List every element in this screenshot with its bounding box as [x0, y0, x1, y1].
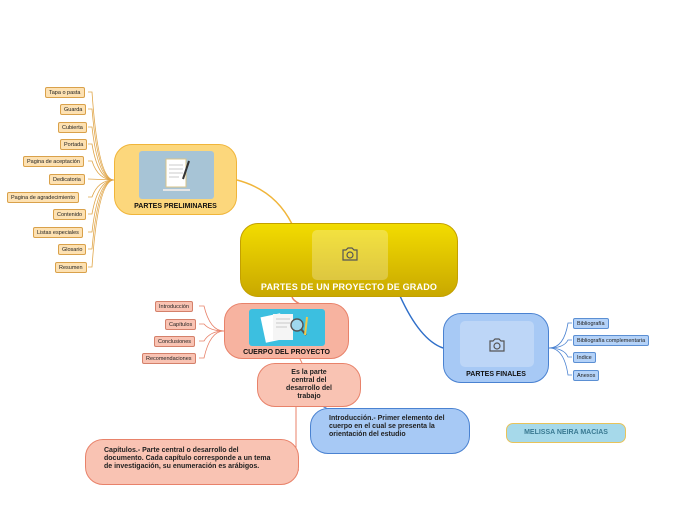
- note-capitulos[interactable]: Capítulos.- Parte central o desarrollo d…: [85, 439, 299, 485]
- leaf-resumen[interactable]: Resumen: [55, 262, 87, 273]
- leaf-portada[interactable]: Portada: [60, 139, 88, 150]
- report-magnifier-icon: [249, 309, 325, 346]
- branch-label: PARTES PRELIMINARES: [134, 203, 217, 210]
- camera-icon: [489, 338, 505, 352]
- branch-cuerpo-del-proyecto[interactable]: CUERPO DEL PROYECTO: [224, 303, 349, 359]
- image-placeholder: [312, 230, 388, 280]
- document-pen-icon: [139, 151, 214, 199]
- note-parte-central[interactable]: Es la parte central del desarrollo del t…: [257, 363, 361, 407]
- branch-partes-finales[interactable]: PARTES FINALES: [443, 313, 549, 383]
- leaf-glosario[interactable]: Glosario: [58, 244, 87, 255]
- leaf-conclusiones[interactable]: Conclusiones: [154, 336, 196, 347]
- leaf-anexos[interactable]: Anexos: [573, 370, 600, 381]
- note-introduccion[interactable]: Introducción.- Primer elemento del cuerp…: [310, 408, 470, 454]
- leaf-capitulos[interactable]: Capítulos: [165, 319, 197, 330]
- leaf-bibliografia-complementaria[interactable]: Bibliografía complementaria: [573, 335, 650, 346]
- branch-partes-preliminares[interactable]: PARTES PRELIMINARES: [114, 144, 237, 215]
- author-label[interactable]: MELISSA NEIRA MACIAS: [506, 423, 626, 443]
- leaf-bibliografia[interactable]: Bibliografía: [573, 318, 609, 329]
- leaf-listas-especiales[interactable]: Listas especiales: [33, 227, 83, 238]
- camera-icon: [342, 247, 358, 261]
- branch-label: PARTES FINALES: [466, 371, 526, 378]
- leaf-recomendaciones[interactable]: Recomendaciones: [142, 353, 196, 364]
- leaf-pagina-aceptacion[interactable]: Pagina de aceptación: [23, 156, 84, 167]
- leaf-tapa-o-pasta[interactable]: Tapa o pasta: [45, 87, 85, 98]
- leaf-guarda[interactable]: Guarda: [60, 104, 87, 115]
- branch-label: CUERPO DEL PROYECTO: [243, 349, 330, 356]
- leaf-contenido[interactable]: Contenido: [53, 209, 87, 220]
- central-title: PARTES DE UN PROYECTO DE GRADO: [260, 282, 438, 292]
- image-placeholder: [460, 321, 534, 367]
- central-topic[interactable]: PARTES DE UN PROYECTO DE GRADO: [240, 223, 458, 297]
- leaf-indice[interactable]: Indice: [573, 352, 596, 363]
- leaf-cubierta[interactable]: Cubierta: [58, 122, 87, 133]
- leaf-dedicatoria[interactable]: Dedicatoria: [49, 174, 85, 185]
- leaf-pagina-agradecimiento[interactable]: Pagina de agradecimiento: [7, 192, 79, 203]
- leaf-introduccion[interactable]: Introducción: [155, 301, 193, 312]
